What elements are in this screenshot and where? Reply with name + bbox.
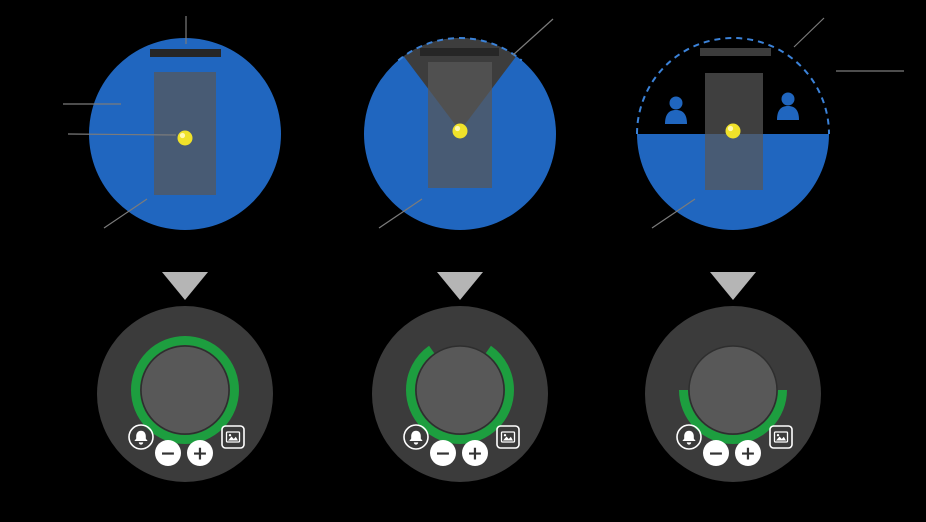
dial-ring[interactable] xyxy=(679,336,787,444)
flow-arrow-down xyxy=(437,272,483,300)
plus-button-face xyxy=(187,440,213,466)
flow-arrow-down xyxy=(710,272,756,300)
device-dot xyxy=(725,123,741,139)
minus-icon: − xyxy=(435,443,451,465)
scene-open-placement xyxy=(89,38,281,230)
device-dot xyxy=(177,130,193,146)
dial-inner xyxy=(140,345,230,435)
dashed-boundary xyxy=(636,37,830,135)
dial-ring[interactable] xyxy=(406,336,514,444)
device-dot-highlight xyxy=(727,125,734,132)
triangle-shape xyxy=(162,272,208,300)
plus-button[interactable]: + xyxy=(462,440,488,466)
device-dot-body xyxy=(725,123,741,139)
person-body xyxy=(777,106,799,120)
dashed-boundary xyxy=(397,37,523,62)
plus-icon: + xyxy=(740,443,756,465)
plus-button[interactable]: + xyxy=(187,440,213,466)
plus-icon: + xyxy=(192,443,208,465)
display-button-outline xyxy=(221,425,245,449)
bell-button-outline xyxy=(676,424,702,450)
display-button-outline xyxy=(496,425,520,449)
triangle-shape xyxy=(710,272,756,300)
minus-button-face xyxy=(155,440,181,466)
person-head xyxy=(781,92,795,106)
flow-arrow-down xyxy=(162,272,208,300)
minus-button[interactable]: − xyxy=(430,440,456,466)
person-head xyxy=(669,96,683,110)
person-icon xyxy=(777,92,799,120)
bell-icon xyxy=(682,430,696,445)
image-icon xyxy=(500,431,516,443)
plus-button-face xyxy=(735,440,761,466)
door-bar xyxy=(150,49,221,57)
image-icon xyxy=(773,431,789,443)
bell-button-outline xyxy=(128,424,154,450)
display-button-outline xyxy=(769,425,793,449)
bell-icon xyxy=(134,430,148,445)
image-icon xyxy=(225,431,241,443)
plus-icon: + xyxy=(467,443,483,465)
device-dot-body xyxy=(452,123,468,139)
minus-icon: − xyxy=(708,443,724,465)
display-button[interactable] xyxy=(769,425,793,449)
door-bar xyxy=(700,48,771,56)
dial-device-3: − + xyxy=(645,306,821,482)
bell-button[interactable] xyxy=(128,424,154,450)
bell-button[interactable] xyxy=(403,424,429,450)
minus-button-face xyxy=(703,440,729,466)
bell-icon xyxy=(409,430,423,445)
device-dot-highlight xyxy=(454,125,461,132)
door-bar xyxy=(420,48,499,56)
bell-button-outline xyxy=(403,424,429,450)
dial-ring[interactable] xyxy=(131,336,239,444)
plus-button[interactable]: + xyxy=(735,440,761,466)
device-dot xyxy=(452,123,468,139)
dial-inner xyxy=(688,345,778,435)
triangle-shape xyxy=(437,272,483,300)
dial-device-1: − + xyxy=(97,306,273,482)
plus-button-face xyxy=(462,440,488,466)
minus-button[interactable]: − xyxy=(155,440,181,466)
bell-button[interactable] xyxy=(676,424,702,450)
dial-device-2: − + xyxy=(372,306,548,482)
scene-cone-blocked xyxy=(364,37,556,230)
minus-button[interactable]: − xyxy=(703,440,729,466)
person-icon xyxy=(665,96,687,124)
person-body xyxy=(665,110,687,124)
minus-button-face xyxy=(430,440,456,466)
display-button[interactable] xyxy=(221,425,245,449)
dial-inner xyxy=(415,345,505,435)
scene-wall-placement xyxy=(636,37,830,230)
device-dot-body xyxy=(177,130,193,146)
minus-icon: − xyxy=(160,443,176,465)
device-dot-highlight xyxy=(179,132,186,139)
display-button[interactable] xyxy=(496,425,520,449)
